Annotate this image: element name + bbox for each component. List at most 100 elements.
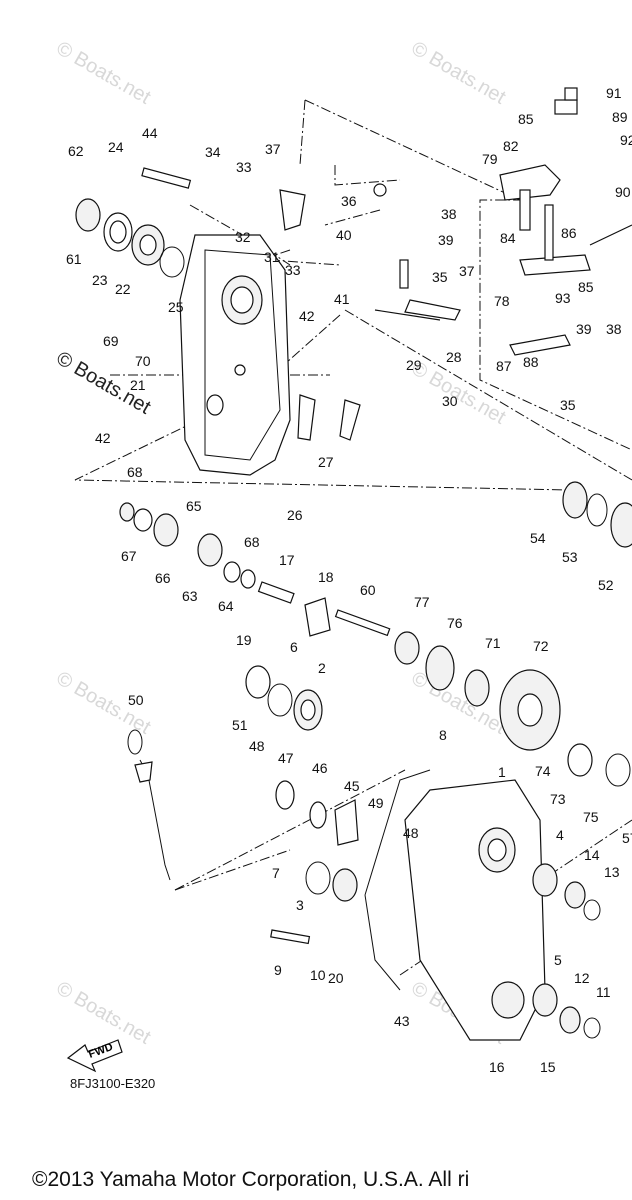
callout-48: 48 [403, 825, 419, 841]
watermark: © Boats.net [53, 977, 155, 1049]
copyright-notice: ©2013 Yamaha Motor Corporation, U.S.A. A… [32, 1168, 470, 1191]
callout-85: 85 [578, 279, 594, 295]
callout-16: 16 [489, 1059, 505, 1075]
gear-cluster [119, 481, 632, 787]
callout-6: 6 [290, 639, 298, 655]
callout-67: 67 [121, 548, 137, 564]
callout-41: 41 [334, 291, 350, 307]
callout-39: 39 [438, 232, 454, 248]
callout-1: 1 [498, 764, 506, 780]
callout-89: 89 [612, 109, 628, 125]
callout-38: 38 [441, 206, 457, 222]
callout-60: 60 [360, 582, 376, 598]
callout-3: 3 [296, 897, 304, 913]
callout-15: 15 [540, 1059, 556, 1075]
callout-36: 36 [341, 193, 357, 209]
watermark: © Boats.net [408, 357, 510, 429]
callout-13: 13 [604, 864, 620, 880]
callout-66: 66 [155, 570, 171, 586]
callout-71: 71 [485, 635, 501, 651]
callout-47: 47 [278, 750, 294, 766]
callout-33: 33 [285, 262, 301, 278]
callout-25: 25 [168, 299, 184, 315]
callout-63: 63 [182, 588, 198, 604]
watermark: © Boats.net [408, 667, 510, 739]
callout-27: 27 [318, 454, 334, 470]
callout-33: 33 [236, 159, 252, 175]
callout-37: 37 [265, 141, 281, 157]
callout-62: 62 [68, 143, 84, 159]
callout-78: 78 [494, 293, 510, 309]
callout-34: 34 [205, 144, 221, 160]
callout-17: 17 [279, 552, 295, 568]
callout-42: 42 [95, 430, 111, 446]
callout-5: 5 [554, 952, 562, 968]
callout-43: 43 [394, 1013, 410, 1029]
callout-51: 51 [232, 717, 248, 733]
callout-11: 11 [596, 984, 611, 1000]
callout-37: 37 [459, 263, 475, 279]
callout-30: 30 [442, 393, 458, 409]
callout-23: 23 [92, 272, 108, 288]
callout-79: 79 [482, 151, 498, 167]
callout-18: 18 [318, 569, 334, 585]
callout-92: 92 [620, 132, 632, 148]
callout-20: 20 [328, 970, 344, 986]
callout-82: 82 [503, 138, 519, 154]
callout-14: 14 [584, 847, 600, 863]
callout-10: 10 [310, 967, 326, 983]
callout-76: 76 [447, 615, 463, 631]
callout-87: 87 [496, 358, 512, 374]
callout-90: 90 [615, 184, 631, 200]
dipstick [127, 729, 171, 881]
callout-22: 22 [115, 281, 131, 297]
callout-73: 73 [550, 791, 566, 807]
callout-21: 21 [130, 377, 146, 393]
callout-24: 24 [108, 139, 124, 155]
callout-61: 61 [66, 251, 82, 267]
watermark: © Boats.net [53, 37, 155, 109]
callout-74: 74 [535, 763, 551, 779]
callout-53: 53 [562, 549, 578, 565]
callout-86: 86 [561, 225, 577, 241]
callout-85: 85 [518, 111, 534, 127]
callout-42: 42 [299, 308, 315, 324]
callout-28: 28 [446, 349, 462, 365]
callout-31: 31 [264, 249, 280, 265]
callout-45: 45 [344, 778, 360, 794]
callout-29: 29 [406, 357, 422, 373]
lower-crankcase [245, 665, 601, 1041]
callout-50: 50 [128, 692, 144, 708]
shift-linkage [279, 87, 632, 441]
callout-46: 46 [312, 760, 328, 776]
callout-57: 57 [622, 830, 632, 846]
callout-12: 12 [574, 970, 590, 986]
callout-70: 70 [135, 353, 151, 369]
callout-75: 75 [583, 809, 599, 825]
callout-26: 26 [287, 507, 303, 523]
callout-84: 84 [500, 230, 516, 246]
callout-93: 93 [555, 290, 571, 306]
callout-19: 19 [236, 632, 252, 648]
callout-69: 69 [103, 333, 119, 349]
upper-crankcase-cover [179, 234, 291, 476]
callout-72: 72 [533, 638, 549, 654]
callout-32: 32 [235, 229, 251, 245]
callout-88: 88 [523, 354, 539, 370]
callout-2: 2 [318, 660, 326, 676]
callout-38: 38 [606, 321, 622, 337]
callout-44: 44 [142, 125, 158, 141]
callout-65: 65 [186, 498, 202, 514]
callout-52: 52 [598, 577, 614, 593]
callout-48: 48 [249, 738, 265, 754]
callout-39: 39 [576, 321, 592, 337]
callout-35: 35 [560, 397, 576, 413]
callout-68: 68 [244, 534, 260, 550]
callout-64: 64 [218, 598, 234, 614]
callout-77: 77 [414, 594, 430, 610]
callout-35: 35 [432, 269, 448, 285]
callout-49: 49 [368, 795, 384, 811]
fwd-arrow-icon: FWD [66, 1039, 123, 1073]
